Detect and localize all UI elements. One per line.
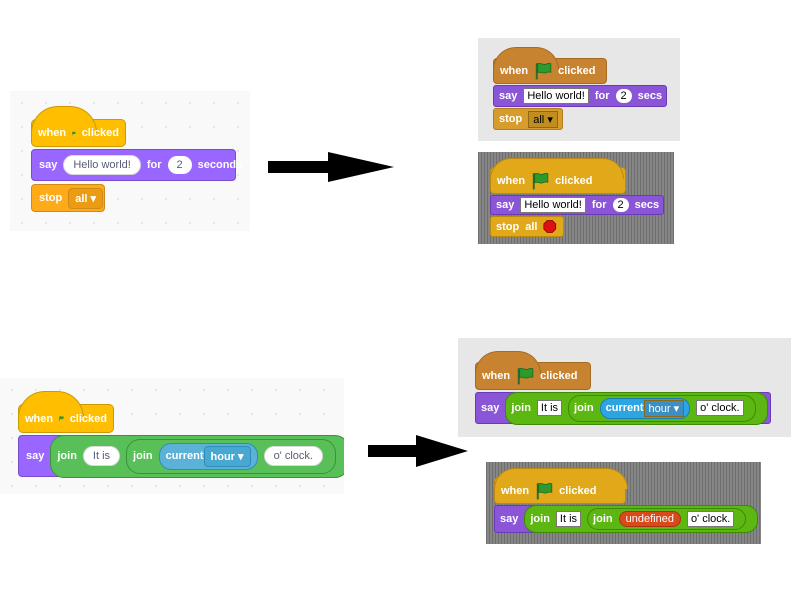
say-label: say bbox=[496, 199, 515, 211]
stop-all-block[interactable]: stop all ▾ bbox=[493, 108, 563, 130]
join-text-input-1[interactable]: It is bbox=[555, 511, 582, 527]
hat-clicked-label: clicked bbox=[81, 127, 119, 139]
join-label: join bbox=[133, 450, 153, 462]
say-label: say bbox=[39, 159, 58, 171]
time-unit-value: hour bbox=[648, 402, 671, 415]
when-flag-clicked-block[interactable]: when clicked bbox=[475, 351, 591, 390]
stop-sign-icon[interactable] bbox=[543, 219, 557, 234]
when-flag-clicked-block[interactable]: when clicked bbox=[493, 47, 607, 84]
dropdown-arrow-icon: ▾ bbox=[673, 402, 680, 415]
say-message-input[interactable]: Hello world! bbox=[523, 88, 589, 104]
join-text-input-2[interactable]: o' clock. bbox=[696, 400, 744, 416]
scratch3-script-panel-2: when clicked say join It is join current… bbox=[0, 378, 344, 494]
scratch3-script-panel-1: when clicked say Hello world! for 2 seco… bbox=[10, 91, 250, 231]
join-label: join bbox=[574, 402, 594, 414]
stop-all-block[interactable]: stop all ▾ bbox=[31, 184, 105, 212]
current-label: current bbox=[605, 402, 644, 414]
say-label: say bbox=[500, 513, 519, 525]
join-reporter-inner[interactable]: join current hour ▾ o' clock. bbox=[568, 394, 756, 422]
hat-clicked-label: clicked bbox=[555, 174, 593, 187]
stop-option-dropdown[interactable]: all ▾ bbox=[68, 187, 104, 209]
say-label: say bbox=[499, 90, 518, 102]
dropdown-arrow-icon: ▾ bbox=[90, 192, 97, 205]
hat-clicked-label: clicked bbox=[559, 484, 597, 497]
stop-option-dropdown[interactable]: all ▾ bbox=[528, 110, 558, 128]
stop-option-value: all bbox=[75, 192, 88, 205]
join-label: join bbox=[530, 513, 550, 525]
green-flag-icon bbox=[59, 411, 64, 426]
stop-label: stop bbox=[39, 192, 63, 204]
say-for-secs-block[interactable]: say Hello world! for 2 seconds bbox=[31, 149, 242, 181]
hat-clicked-label: clicked bbox=[558, 65, 596, 77]
join-text-input-2[interactable]: o' clock. bbox=[686, 511, 735, 527]
when-flag-clicked-block[interactable]: when clicked bbox=[18, 391, 114, 433]
say-label: say bbox=[481, 402, 500, 414]
say-block[interactable]: say join It is join undefined o' clock. bbox=[494, 505, 759, 533]
dropdown-arrow-icon: ▾ bbox=[238, 450, 244, 463]
hat-when-label: when bbox=[38, 127, 67, 139]
join-label: join bbox=[511, 402, 531, 414]
join-text-input-2[interactable]: o' clock. bbox=[263, 446, 323, 466]
dropdown-arrow-icon: ▾ bbox=[547, 113, 553, 126]
when-flag-clicked-block[interactable]: when clicked bbox=[490, 158, 626, 194]
when-flag-clicked-block[interactable]: when clicked bbox=[31, 106, 126, 147]
secs-input[interactable]: 2 bbox=[615, 89, 632, 103]
hat-when-label: when bbox=[500, 65, 529, 77]
green-flag-icon bbox=[72, 126, 76, 141]
secs-label: secs bbox=[637, 90, 663, 102]
join-reporter-outer[interactable]: join It is join current hour ▾ o' clock. bbox=[505, 391, 768, 425]
arrow-right-icon bbox=[268, 152, 394, 182]
join-reporter-outer[interactable]: join It is join current hour ▾ o' clock. bbox=[50, 434, 344, 478]
green-flag-icon bbox=[534, 62, 552, 80]
current-label: current bbox=[165, 450, 204, 462]
secs-input[interactable]: 2 bbox=[167, 156, 192, 174]
say-message-input[interactable]: Hello world! bbox=[63, 155, 141, 175]
hat-when-label: when bbox=[497, 174, 526, 187]
join-label: join bbox=[57, 450, 77, 462]
hat-when-label: when bbox=[501, 484, 530, 497]
stop-label: stop bbox=[496, 220, 520, 233]
secs-input[interactable]: 2 bbox=[612, 198, 629, 212]
secs-label: secs bbox=[634, 199, 660, 211]
hat-clicked-label: clicked bbox=[540, 370, 578, 382]
green-flag-icon bbox=[535, 482, 553, 500]
for-label: for bbox=[594, 90, 610, 102]
stop-option-value: all bbox=[525, 220, 538, 233]
join-reporter-outer[interactable]: join It is join undefined o' clock. bbox=[524, 505, 759, 533]
join-text-input-1[interactable]: It is bbox=[82, 446, 121, 466]
stop-all-block[interactable]: stop all bbox=[490, 216, 564, 237]
stop-option-value: all bbox=[533, 113, 545, 126]
for-label: for bbox=[146, 159, 162, 171]
say-label: say bbox=[26, 450, 45, 462]
for-label: for bbox=[591, 199, 607, 211]
scratch2-dark-panel-1: when clicked say Hello world! for 2 secs… bbox=[478, 152, 674, 244]
green-flag-icon bbox=[516, 367, 534, 385]
green-flag-icon bbox=[531, 172, 549, 190]
current-hour-reporter[interactable]: current hour ▾ bbox=[158, 442, 258, 470]
hat-when-label: when bbox=[25, 412, 54, 425]
hat-when-label: when bbox=[482, 370, 511, 382]
say-block[interactable]: say join It is join current hour ▾ o' cl… bbox=[475, 391, 771, 425]
join-reporter-inner[interactable]: join current hour ▾ o' clock. bbox=[126, 438, 336, 474]
say-for-secs-block[interactable]: say Hello world! for 2 secs bbox=[493, 85, 667, 107]
say-block[interactable]: say join It is join current hour ▾ o' cl… bbox=[18, 434, 344, 478]
say-message-input[interactable]: Hello world! bbox=[520, 197, 586, 213]
scratch2-light-panel-1: when clicked say Hello world! for 2 secs… bbox=[478, 38, 680, 141]
join-text-input-1[interactable]: It is bbox=[536, 400, 563, 416]
say-for-secs-block[interactable]: say Hello world! for 2 secs bbox=[490, 195, 664, 215]
join-reporter-inner[interactable]: join undefined o' clock. bbox=[587, 508, 747, 530]
time-unit-dropdown[interactable]: hour ▾ bbox=[203, 445, 251, 467]
time-unit-value: hour bbox=[210, 450, 235, 463]
seconds-label: seconds bbox=[197, 159, 243, 171]
stop-label: stop bbox=[499, 113, 523, 125]
current-hour-reporter[interactable]: current hour ▾ bbox=[599, 397, 691, 419]
hat-clicked-label: clicked bbox=[69, 412, 107, 425]
time-unit-dropdown[interactable]: hour ▾ bbox=[643, 399, 685, 417]
arrow-right-icon bbox=[368, 435, 468, 467]
join-label: join bbox=[593, 513, 613, 525]
scratch2-light-panel-2: when clicked say join It is join current… bbox=[458, 338, 791, 437]
undefined-reporter[interactable]: undefined bbox=[618, 511, 681, 527]
when-flag-clicked-block[interactable]: when clicked bbox=[494, 468, 628, 504]
scratch2-dark-panel-2: when clicked say join It is join undefin… bbox=[486, 462, 761, 544]
